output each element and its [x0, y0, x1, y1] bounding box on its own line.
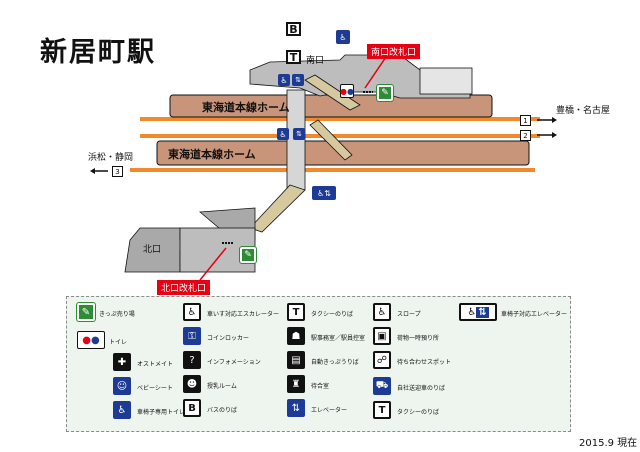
- wheelchair-elevator-icon: ♿⇅: [312, 186, 336, 200]
- legend-label: 車椅子対応エレベーター: [501, 311, 568, 318]
- platform-upper-label: 東海道本線ホーム: [202, 101, 290, 114]
- legend-label: タクシーのりば: [397, 409, 440, 416]
- station-title: 新居町駅: [40, 37, 156, 68]
- legend-label: 自動きっぷうりば: [311, 359, 359, 366]
- legend-label: 駅事務室／駅員控室: [311, 335, 366, 342]
- legend-label: トイレ: [109, 339, 128, 346]
- ticket-machine-icon: ▤: [287, 351, 305, 369]
- south-building: [249, 54, 471, 99]
- elevator-icon: ⇅: [292, 74, 304, 86]
- track-1: [140, 117, 540, 121]
- stairs-south: [304, 74, 361, 111]
- legend-label: エレベーター: [311, 407, 348, 414]
- elevator-icon: ⇅: [287, 399, 305, 417]
- toilet-icon: ●●: [77, 331, 105, 349]
- pickup-icon: ⛟: [373, 377, 391, 395]
- arrow-west-head: [90, 168, 95, 174]
- track-number-2: 2: [520, 130, 531, 141]
- platform-lower-label: 東海道本線ホーム: [168, 148, 256, 161]
- legend-label: コインロッカー: [207, 335, 250, 342]
- information-icon: ?: [183, 351, 201, 369]
- legend-label: 車椅子専用トイレ: [137, 409, 186, 416]
- taxi-icon-2: T: [373, 401, 391, 419]
- baby-seat-icon: ☺: [113, 377, 131, 395]
- north-gate-pointer: [199, 247, 227, 281]
- south-gate-pointer: [364, 53, 389, 89]
- south-gate-label: 南口改札口: [367, 44, 421, 59]
- accessible-toilet-icon: ♿: [113, 401, 131, 419]
- legend-label: オストメイト: [137, 361, 174, 368]
- wheelchair-icon-2: ♿: [277, 128, 289, 140]
- track-number-3: 3: [112, 166, 123, 177]
- ticket-office-icon: ✎: [376, 84, 394, 102]
- accessible-toilet-icon: ♿: [336, 30, 350, 44]
- coin-locker-icon: ⚿: [183, 327, 201, 345]
- waiting-room-icon: ♜: [287, 375, 305, 393]
- ticket-office-icon-2: ✎: [239, 246, 257, 264]
- north-gate-label: 北口改札口: [157, 280, 211, 295]
- legend-label: タクシーのりば: [311, 311, 354, 318]
- bus-stop-icon: B: [183, 399, 201, 417]
- track-number-1: 1: [520, 115, 531, 126]
- legend-label: 車いす対応エスカレーター: [207, 311, 280, 318]
- legend-label: きっぷ売り場: [99, 311, 135, 318]
- elevator-icon-2: ⇅: [293, 128, 305, 140]
- stairs-platform-upper: [309, 119, 353, 161]
- legend-label: 自社送迎車のりば: [397, 385, 446, 392]
- legend-label: 待ち合わせスポット: [397, 359, 452, 366]
- direction-west-label: 浜松・静岡: [88, 153, 134, 163]
- track-2: [140, 134, 540, 138]
- nursing-room-icon: ☻: [183, 375, 201, 393]
- legend-label: 荷物一時預り所: [397, 335, 440, 342]
- legend-label: ベビーシート: [137, 385, 173, 392]
- slope-icon: ♿: [373, 303, 391, 321]
- legend-label: インフォメーション: [207, 359, 261, 366]
- legend-panel: ✎ きっぷ売り場 ●● トイレ ✚ オストメイト ☺ ベビーシート ♿ 車椅子専…: [66, 296, 571, 432]
- legend-label: スロープ: [397, 311, 421, 318]
- arrow-east-1-head: [552, 117, 557, 123]
- track-3: [130, 168, 535, 172]
- legend-label: バスのりば: [207, 407, 238, 414]
- arrow-east-2-head: [552, 132, 557, 138]
- date-label: 2015.9 現在: [579, 438, 638, 449]
- baggage-icon: ▣: [373, 327, 391, 345]
- north-exit-label: 北口: [143, 245, 162, 255]
- ostomate-icon: ✚: [113, 353, 131, 371]
- legend-label: 待合室: [311, 383, 330, 390]
- station-map: [90, 53, 557, 281]
- south-annex: [419, 67, 473, 95]
- taxi-stand-marker: T: [286, 50, 301, 64]
- direction-east-label: 豊橋・名古屋: [556, 106, 611, 116]
- bus-stop-marker: B: [286, 22, 301, 36]
- meeting-spot-icon: ☍: [373, 351, 391, 369]
- station-office-icon: ☗: [287, 327, 305, 345]
- ticket-office-icon: ✎: [76, 302, 96, 322]
- wheelchair-elevator-icon: ♿⇅: [459, 303, 497, 321]
- south-exit-label: 南口: [306, 56, 325, 66]
- toilet-icon: ●●: [340, 84, 354, 98]
- wheelchair-escalator-icon: ♿: [183, 303, 201, 321]
- taxi-icon: T: [287, 303, 305, 321]
- stairs-north: [249, 184, 306, 233]
- legend-label: 授乳ルーム: [207, 383, 237, 390]
- wheelchair-icon: ♿: [278, 74, 290, 86]
